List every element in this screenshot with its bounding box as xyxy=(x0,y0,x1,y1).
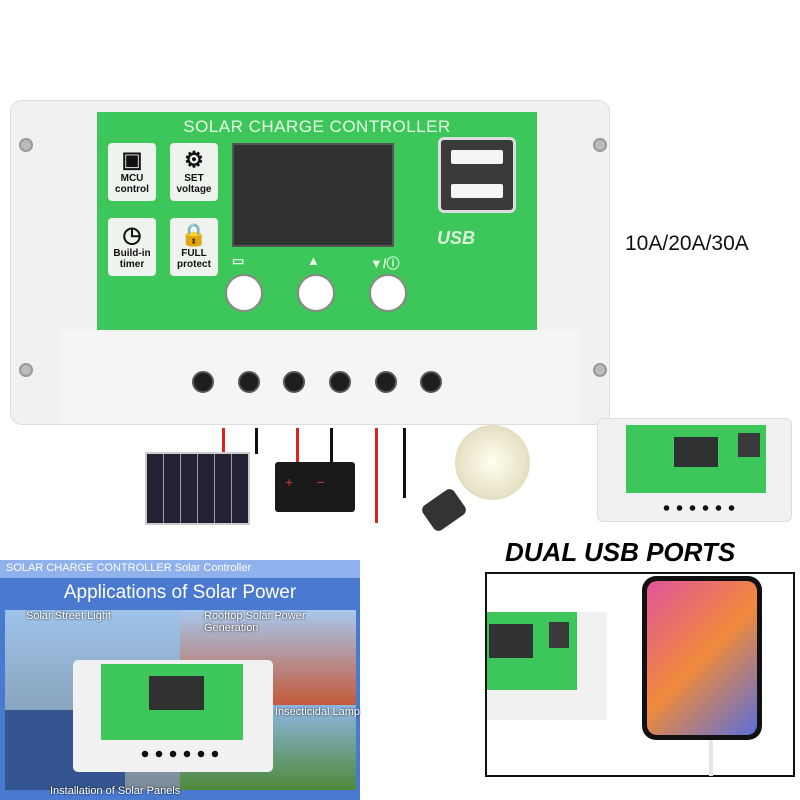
usb-cable xyxy=(709,740,713,776)
ratings-label: 10A/20A/30A xyxy=(625,232,749,255)
menu-icon: ▭ xyxy=(232,253,245,268)
small-panel xyxy=(626,425,766,493)
terminal-screw xyxy=(375,371,397,393)
phone-image xyxy=(642,576,762,740)
gear-icon: ⚙ xyxy=(184,147,204,172)
caption: Insecticidal Lamp xyxy=(275,706,360,718)
feature-label: control xyxy=(115,184,149,195)
light-bulb-image xyxy=(455,425,530,500)
lcd-screen xyxy=(232,143,394,247)
usb-label: USB xyxy=(437,228,476,248)
lock-icon: 🔒 xyxy=(180,222,208,247)
applications-title: Applications of Solar Power xyxy=(63,582,297,603)
battery-image: + − xyxy=(275,462,355,512)
applications-header: SOLAR CHARGE CONTROLLER Solar Controller xyxy=(0,560,360,578)
terminal-screw xyxy=(283,371,305,393)
feature-label: Build-in xyxy=(113,248,151,259)
usb-demo-frame xyxy=(485,572,795,777)
wire xyxy=(330,428,333,462)
mount-hole xyxy=(19,363,33,377)
caption: Rooftop Solar Power Generation xyxy=(204,610,306,634)
terminal-screw xyxy=(238,371,260,393)
inset-lcd xyxy=(149,676,204,710)
feature-label: MCU xyxy=(120,173,144,184)
wire xyxy=(222,428,225,454)
wire xyxy=(375,428,378,523)
wire xyxy=(296,428,299,462)
feature-label: protect xyxy=(177,259,211,270)
terminal-screw xyxy=(420,371,442,393)
caption: Installation of Solar Panels xyxy=(50,785,181,797)
bulb-base xyxy=(419,486,469,534)
chip-icon: ▣ xyxy=(121,147,143,172)
terminal-screw xyxy=(329,371,351,393)
feature-label: SET xyxy=(184,173,204,184)
inset-terminals xyxy=(138,750,218,758)
crop-panel xyxy=(487,612,577,690)
usb-slot[interactable] xyxy=(451,184,503,198)
usb-slot[interactable] xyxy=(451,150,503,164)
up-plus-icon: ▲ xyxy=(307,253,320,268)
small-terminals xyxy=(660,505,740,511)
wire xyxy=(255,428,258,454)
panel-title: SOLAR CHARGE CONTROLLER xyxy=(183,117,451,136)
small-controller-image xyxy=(597,418,792,522)
feature-label: FULL xyxy=(181,248,207,259)
small-lcd xyxy=(674,437,718,467)
mount-hole xyxy=(593,138,607,152)
inset-panel xyxy=(101,664,243,740)
down-light-icon: ▼/ⓘ xyxy=(370,256,400,271)
phone-screen xyxy=(647,581,757,735)
crop-lcd xyxy=(489,624,533,658)
feature-label: timer xyxy=(119,259,145,270)
terminal-band xyxy=(60,330,580,425)
caption: Solar Street Light xyxy=(26,610,111,622)
small-usb xyxy=(738,433,760,457)
down-button[interactable] xyxy=(369,274,407,312)
dual-usb-heading: DUAL USB PORTS xyxy=(505,537,736,567)
solar-panel-image xyxy=(145,452,250,525)
mount-hole xyxy=(19,138,33,152)
crop-usb xyxy=(549,622,569,648)
inset-controller xyxy=(73,660,273,772)
applications-image: SOLAR CHARGE CONTROLLER Solar Controller… xyxy=(0,560,360,800)
feature-label: voltage xyxy=(176,184,212,195)
menu-button[interactable] xyxy=(225,274,263,312)
up-button[interactable] xyxy=(297,274,335,312)
clock-icon: ◷ xyxy=(122,222,142,247)
mount-hole xyxy=(593,363,607,377)
wire xyxy=(403,428,406,498)
usb-ports[interactable] xyxy=(438,137,516,213)
controller-crop xyxy=(487,612,607,720)
terminal-screw xyxy=(192,371,214,393)
